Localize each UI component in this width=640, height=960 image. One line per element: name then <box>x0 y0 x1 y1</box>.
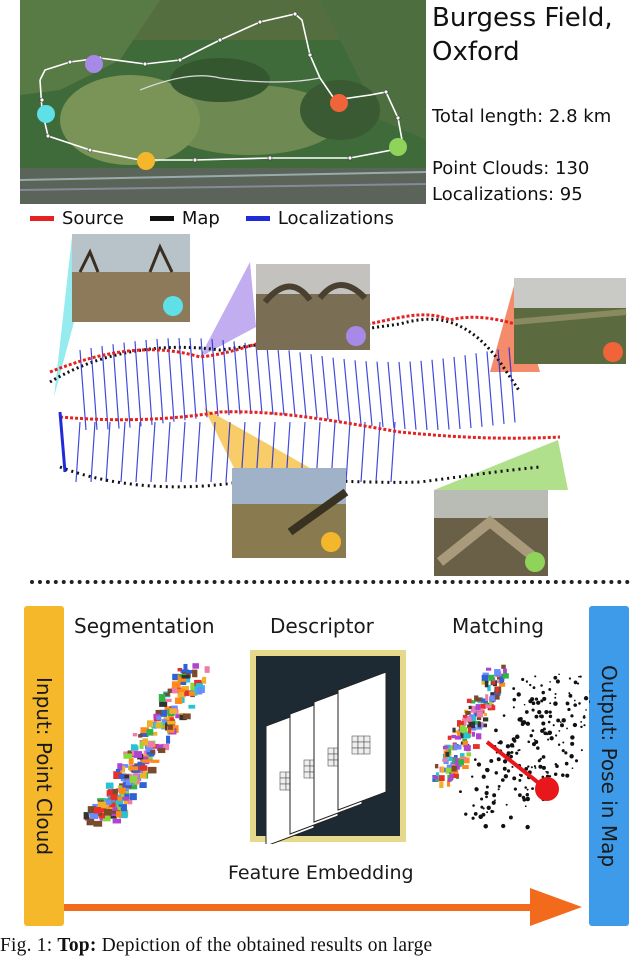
descriptor-label: Descriptor <box>270 614 374 638</box>
figure-caption: Fig. 1: Top: Depiction of the obtained r… <box>0 935 640 960</box>
segmentation-cloud <box>83 663 210 827</box>
marker-cyan <box>37 105 55 123</box>
photo-purple <box>256 264 370 350</box>
photo-yellow <box>232 468 349 558</box>
legend-map-label: Map <box>181 207 220 229</box>
legend-source: Source <box>30 208 124 229</box>
point-cloud-visualization <box>49 234 627 576</box>
output-pose-bar: Output: Pose in Map <box>589 606 629 926</box>
legend: Source Map Localizations <box>30 206 420 230</box>
marker-purple <box>85 55 103 73</box>
legend-localizations-label: Localizations <box>277 207 394 229</box>
input-label: Input: Point Cloud <box>32 676 56 856</box>
photo-orange <box>513 278 627 364</box>
localizations-count: Localizations: 95 <box>432 184 583 205</box>
legend-map: Map <box>149 207 220 229</box>
marker-orange <box>330 94 348 112</box>
output-label: Output: Pose in Map <box>597 664 621 868</box>
legend-localizations: Localizations <box>245 207 394 229</box>
matching-label: Matching <box>452 614 544 638</box>
location-title-line1: Burgess Field, <box>432 3 613 33</box>
legend-localizations-swatch <box>245 215 270 221</box>
matching-cloud <box>432 664 590 830</box>
caption-prefix: Fig. 1: <box>0 935 53 956</box>
caption-bold: Top: <box>57 935 97 956</box>
marker-yellow <box>137 152 155 170</box>
location-title-line2: Oxford <box>432 37 520 67</box>
satellite-map <box>20 0 426 204</box>
point-clouds-count: Point Clouds: 130 <box>432 158 590 179</box>
section-divider <box>30 580 630 588</box>
legend-map-swatch <box>149 215 174 221</box>
photo-green <box>434 490 548 576</box>
legend-source-swatch <box>30 215 54 221</box>
marker-green <box>389 138 407 156</box>
pipeline-arrow <box>64 888 582 926</box>
segmentation-label: Segmentation <box>74 614 215 638</box>
legend-source-label: Source <box>62 207 124 229</box>
feature-embedding-label: Feature Embedding <box>228 862 414 884</box>
caption-text: Depiction of the obtained results on lar… <box>101 935 433 956</box>
descriptor-network-diagram <box>250 650 406 844</box>
input-point-cloud-bar: Input: Point Cloud <box>24 606 64 926</box>
photo-cyan <box>72 234 190 322</box>
total-length: Total length: 2.8 km <box>432 106 612 127</box>
